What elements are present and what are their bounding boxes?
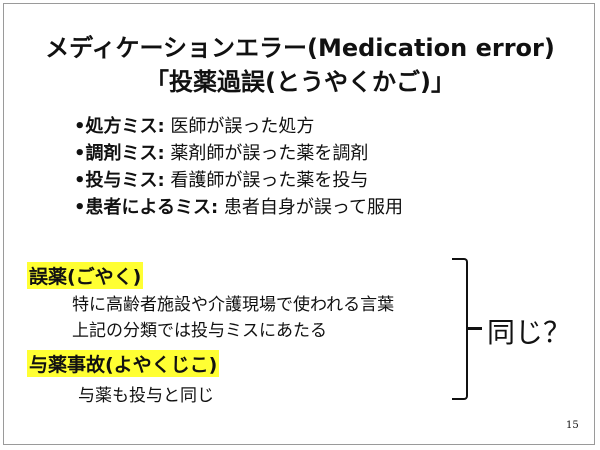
- bullet-item: •患者によるミス: 患者自身が誤って服用: [74, 193, 403, 219]
- bullet-item: •投与ミス: 看護師が誤った薬を投与: [74, 166, 368, 192]
- bullet-desc: 患者自身が誤って服用: [218, 197, 403, 218]
- bullet-term: •投与ミス:: [74, 170, 165, 191]
- brace-point: [468, 327, 482, 330]
- term-note: 上記の分類では投与ミスにあたる: [72, 321, 327, 341]
- bullet-desc: 医師が誤った処方: [164, 116, 315, 137]
- right-brace-icon: [452, 258, 468, 400]
- term-note: 特に高齢者施設や介護現場で使われる言葉: [72, 295, 395, 315]
- bullet-item: •調剤ミス: 薬剤師が誤った薬を調剤: [74, 139, 368, 165]
- bullet-term: •患者によるミス:: [74, 197, 219, 218]
- slide-title-line2: 「投薬過誤(とうやくかご)」: [145, 68, 455, 96]
- bullet-desc: 薬剤師が誤った薬を調剤: [164, 143, 369, 164]
- term-note: 与薬も投与と同じ: [78, 386, 214, 406]
- term-goyaku: 誤薬(ごやく): [27, 262, 144, 289]
- bullet-term: •処方ミス:: [74, 116, 165, 137]
- bullet-desc: 看護師が誤った薬を投与: [164, 170, 369, 191]
- slide-title-line1: メディケーションエラー(Medication error): [45, 34, 555, 62]
- bullet-item: •処方ミス: 医師が誤った処方: [74, 112, 314, 138]
- term-yoyakujiko: 与薬事故(よやくじこ): [27, 350, 220, 377]
- page-number: 15: [566, 420, 579, 431]
- same-question: 同じ？: [487, 316, 572, 349]
- slide-frame: [3, 3, 595, 445]
- bullet-term: •調剤ミス:: [74, 143, 165, 164]
